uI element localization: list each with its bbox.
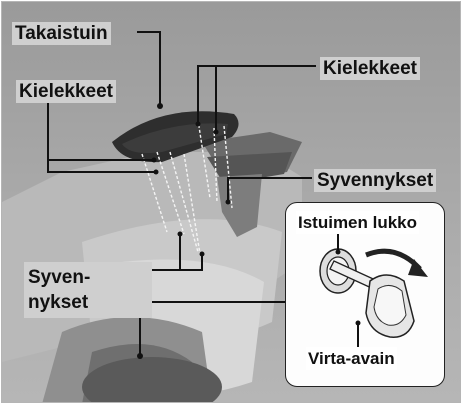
rear-seat-label: Takaistuin	[12, 22, 111, 45]
tabs-left-label: Kielekkeet	[16, 80, 116, 103]
ignition-key-label: Virta-avain	[306, 347, 397, 370]
seat-lock-label: Istuimen lukko	[296, 211, 419, 234]
tabs-right-label: Kielekkeet	[320, 57, 420, 80]
recesses-left-label: Syven- nykset	[24, 262, 152, 318]
recesses-right-label: Syvennykset	[314, 169, 436, 192]
seat-lock-inset: Istuimen lukko Virta-avain	[285, 202, 445, 387]
